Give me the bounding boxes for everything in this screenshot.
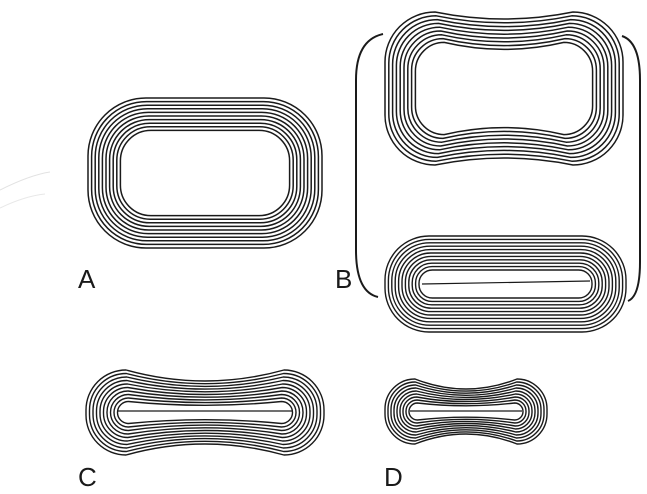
coil-c-winding	[118, 402, 293, 424]
coil-b-upper-winding	[408, 35, 600, 142]
coil-b-lower-flattened-shape	[385, 236, 626, 332]
label-a: A	[78, 266, 95, 292]
coil-c-bowtie-shape	[86, 370, 324, 455]
coil-a-winding	[113, 123, 297, 223]
coil-c-winding	[100, 384, 310, 441]
coil-b-upper-winding	[415, 42, 592, 134]
coil-c-winding	[97, 381, 314, 445]
coil-c-winding	[111, 395, 300, 431]
scan-artifact	[0, 172, 50, 190]
label-c: C	[78, 464, 97, 490]
coil-a-rounded-rectangle	[88, 98, 322, 248]
right-bracket	[622, 36, 640, 301]
coil-d-small-bowtie-shape	[385, 379, 547, 444]
coil-b-upper-winding	[393, 20, 616, 158]
coil-c-winding	[86, 370, 324, 455]
left-bracket	[356, 34, 383, 297]
coil-b-upper-winding	[396, 23, 611, 153]
label-b: B	[335, 266, 352, 292]
label-d: D	[384, 464, 403, 490]
coil-a-winding	[110, 120, 301, 227]
scan-artifact	[0, 194, 45, 208]
coil-a-winding	[120, 130, 289, 215]
coil-b-lower-center-line	[422, 281, 590, 284]
coil-b-upper-winding	[404, 31, 604, 146]
coil-a-winding	[106, 116, 304, 230]
coil-b-upper-pinched-shape	[385, 12, 623, 165]
coil-c-winding	[90, 374, 321, 452]
coil-a-winding	[117, 127, 293, 219]
coil-b-upper-winding	[412, 39, 597, 139]
coil-c-winding	[107, 391, 303, 434]
